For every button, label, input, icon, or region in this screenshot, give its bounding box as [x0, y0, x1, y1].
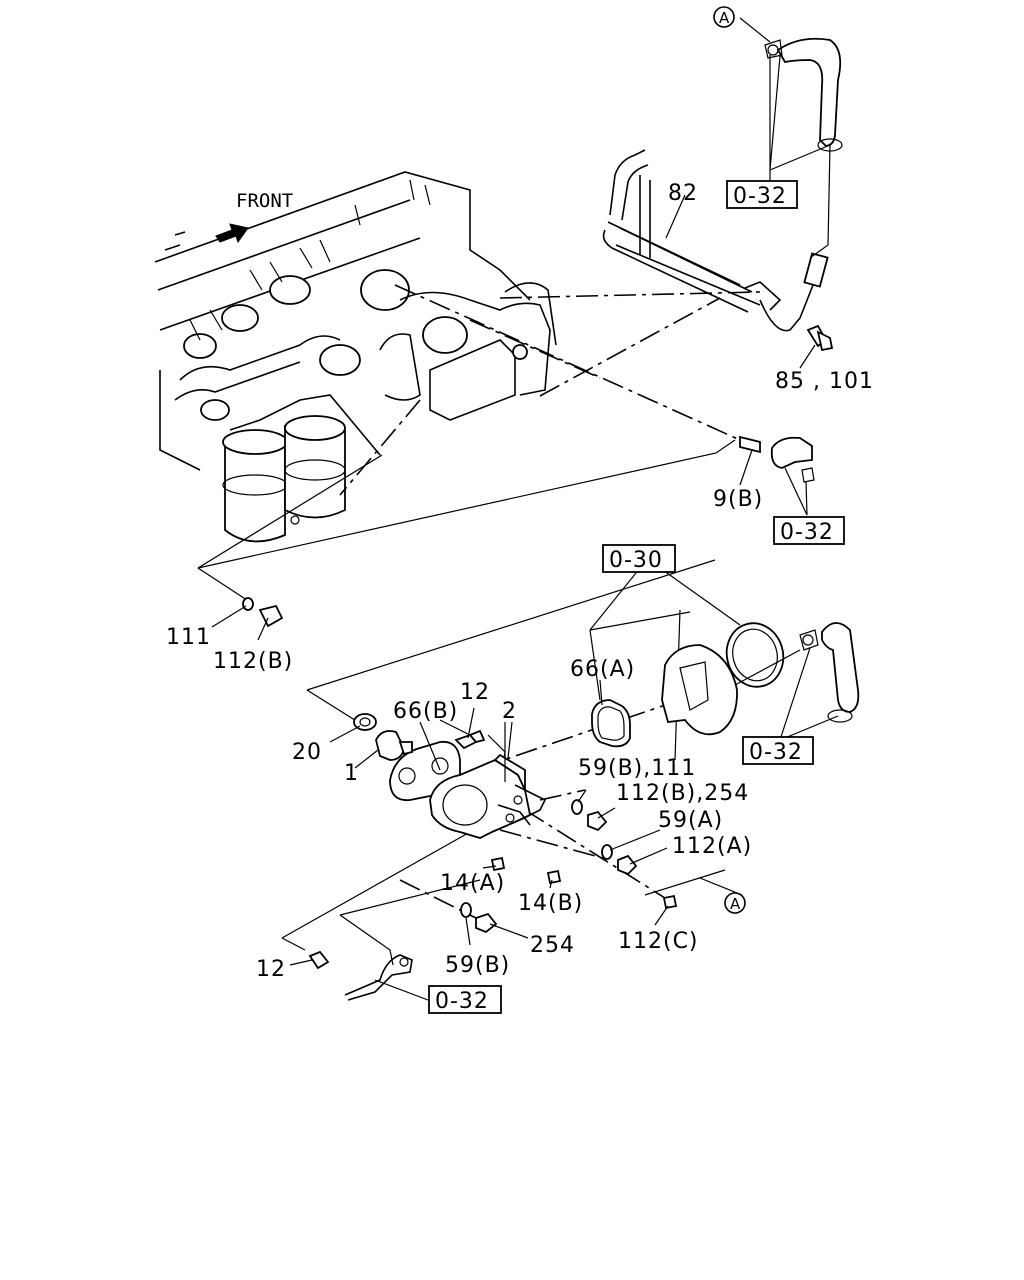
- label-66a: 66(A): [570, 657, 635, 682]
- label-112b-254: 112(B),254: [616, 781, 749, 806]
- label-112c: 112(C): [618, 929, 699, 954]
- label-1: 1: [344, 761, 359, 786]
- label-111: 111: [166, 625, 211, 650]
- label-254: 254: [530, 933, 575, 958]
- label-82: 82: [668, 181, 698, 206]
- front-indicator: FRONT: [215, 190, 293, 244]
- label-112a: 112(A): [672, 834, 752, 859]
- part-labels: 82 85 , 101 9(B) 111 112(B) 66(A) 66(B) …: [166, 181, 874, 982]
- circle-marker-bottom-label: A: [730, 895, 741, 913]
- label-2: 2: [502, 699, 517, 724]
- circle-marker-bottom: A: [724, 892, 746, 914]
- reference-box-5-label: 0-32: [435, 989, 489, 1014]
- label-9b: 9(B): [713, 487, 763, 512]
- label-59b-111: 59(B),111: [578, 756, 696, 781]
- reference-box-4[interactable]: 0-32: [742, 736, 814, 765]
- upper-hose-assembly: [602, 37, 843, 352]
- reference-box-3[interactable]: 0-30: [602, 544, 676, 573]
- oil-filter-left: [222, 429, 288, 543]
- reference-box-3-label: 0-30: [609, 548, 663, 573]
- circle-marker-top: A: [713, 6, 735, 28]
- front-label: FRONT: [236, 190, 293, 212]
- fitting-9b-illustration: [739, 435, 815, 483]
- label-112b: 112(B): [213, 649, 293, 674]
- dash-dot-leaders: [339, 284, 761, 921]
- reference-box-4-label: 0-32: [749, 740, 803, 765]
- solid-leaders: [197, 439, 736, 966]
- label-14a: 14(A): [440, 871, 505, 896]
- reference-box-1[interactable]: 0-32: [726, 180, 798, 209]
- front-arrow-icon: [215, 223, 249, 244]
- engine-block-illustration: [154, 171, 557, 543]
- reference-box-2[interactable]: 0-32: [773, 516, 845, 545]
- label-59a: 59(A): [658, 808, 723, 833]
- label-12-bottom: 12: [256, 957, 286, 982]
- reference-box-5[interactable]: 0-32: [428, 985, 502, 1014]
- label-66b: 66(B): [393, 699, 458, 724]
- reference-box-2-label: 0-32: [780, 520, 834, 545]
- label-59b: 59(B): [445, 953, 510, 978]
- circle-marker-top-label: A: [719, 9, 730, 27]
- oil-filter-right: [284, 415, 346, 519]
- label-leaders: [211, 17, 839, 1001]
- label-12-top: 12: [460, 680, 490, 705]
- label-14b: 14(B): [518, 891, 583, 916]
- label-85-101: 85 , 101: [775, 369, 874, 394]
- reference-box-1-label: 0-32: [733, 184, 787, 209]
- label-20: 20: [292, 740, 322, 765]
